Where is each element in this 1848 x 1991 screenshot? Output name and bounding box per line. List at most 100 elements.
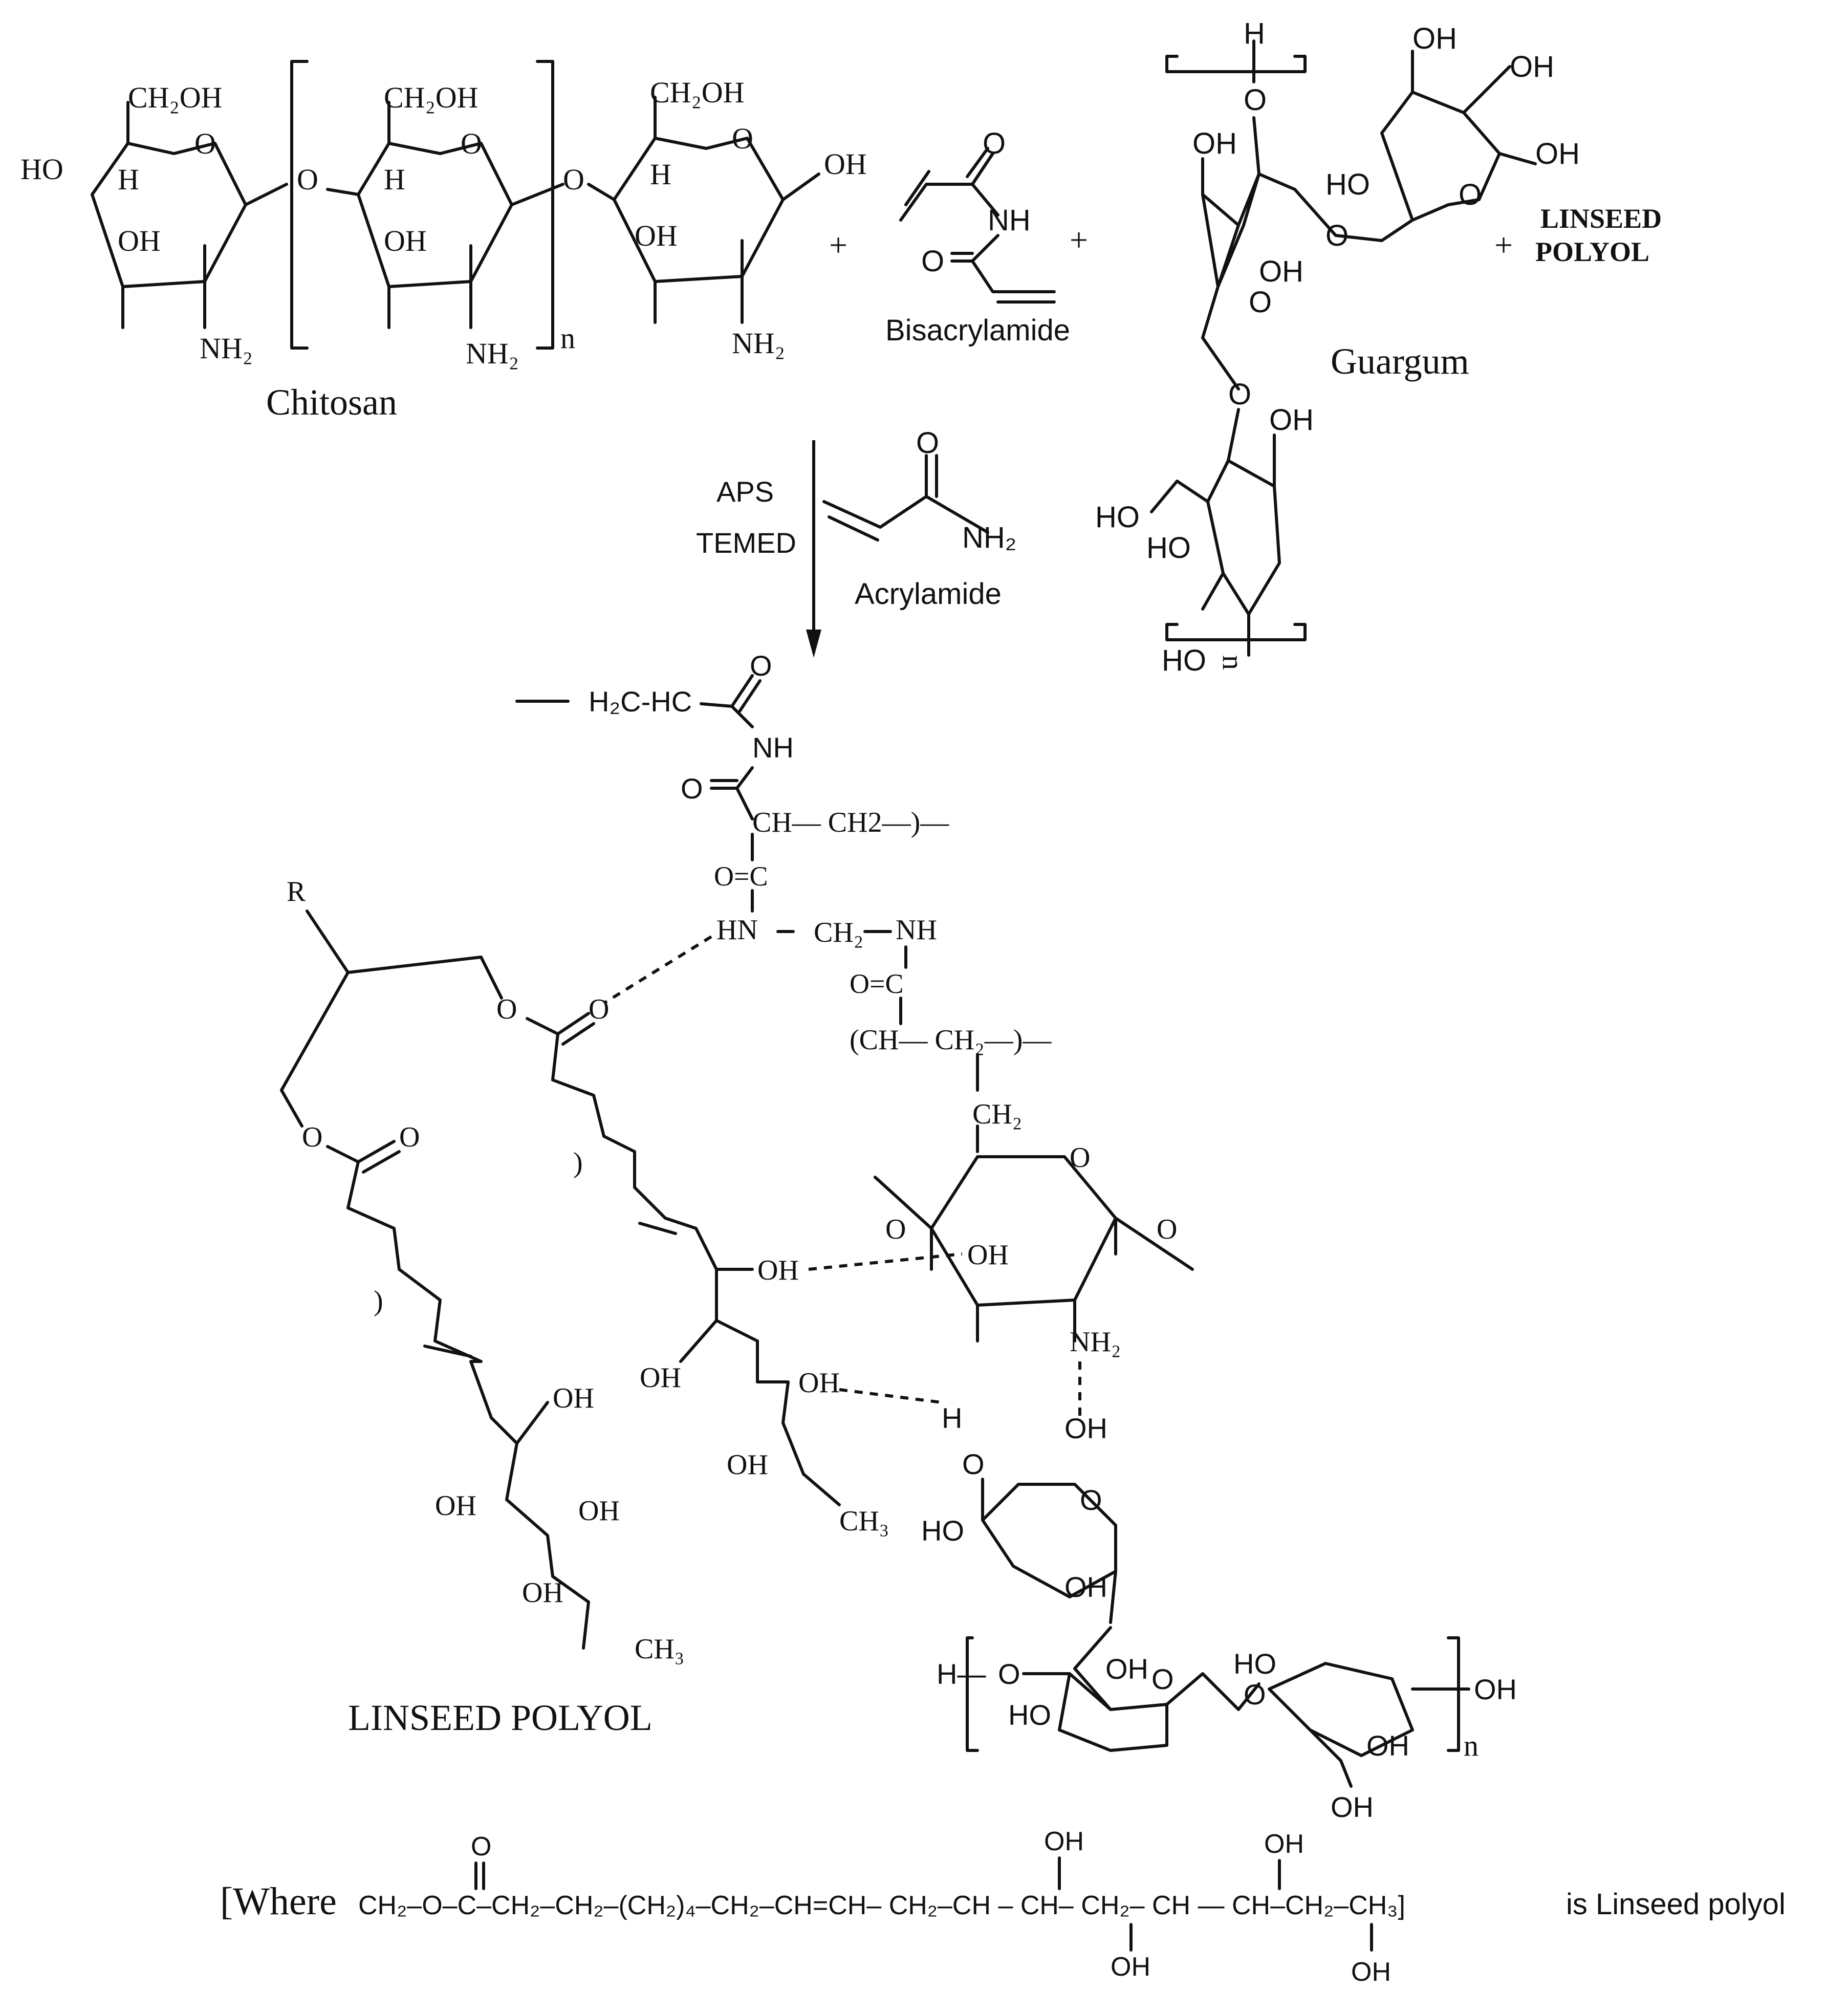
- product-guar-oh-1: OH: [1064, 1412, 1107, 1444]
- chitosan-h-3: H: [650, 158, 671, 191]
- product-guar-o-3: O: [1151, 1663, 1174, 1695]
- product-network: H₂C-HC O NH O CH— CH2—)— O=C HN CH₂ NH O…: [280, 650, 1517, 1823]
- linseed-oh-7: OH: [578, 1495, 620, 1527]
- guargum-ho-3: HO: [1162, 644, 1206, 677]
- plus-sign-3: +: [1494, 227, 1513, 263]
- guargum-oh-1: OH: [1192, 127, 1237, 160]
- product-ch-ch2-top: CH— CH2—)—: [752, 807, 949, 838]
- product-nh-1: NH: [752, 731, 794, 764]
- chitosan-ch2oh-3: CH₂OH: [650, 76, 745, 109]
- product-guar-oh-2: OH: [1064, 1571, 1107, 1603]
- product-guar-h-dash: H—: [937, 1658, 986, 1690]
- product-o-1: O: [750, 650, 772, 682]
- formula-oh-bottom-1: OH: [1111, 1952, 1150, 1982]
- linseed-oh-6: OH: [435, 1490, 476, 1522]
- chitosan-oh-terminal: OH: [824, 147, 867, 181]
- product-nh-2: NH: [896, 914, 937, 946]
- linseed-ch3-2: CH₃: [635, 1633, 684, 1665]
- linseed-o-carbonyl-1: O: [589, 993, 609, 1025]
- chitosan-o-link-1: O: [297, 163, 318, 196]
- chitosan-nh2-1: NH₂: [200, 332, 253, 365]
- bisacrylamide-o-2: O: [921, 245, 944, 278]
- product-r: R: [287, 876, 306, 907]
- product-o-2: O: [681, 772, 703, 805]
- guargum-o-top: O: [1244, 83, 1267, 117]
- chitosan-n-subscript: n: [560, 321, 575, 355]
- guargum-oh-side-3: OH: [1535, 137, 1580, 170]
- linseed-oh-4: OH: [727, 1449, 768, 1481]
- formula-oh-top-2: OH: [1264, 1829, 1304, 1859]
- product-guar-n: n: [1464, 1729, 1479, 1762]
- guargum-ho-1: HO: [1095, 501, 1140, 534]
- linseed-polyol-formula: [Where CH₂–O–C–CH₂–CH₂–(CH₂)₄–CH₂–CH=CH–…: [220, 1827, 1786, 1987]
- chitosan-oh-1: OH: [118, 224, 161, 257]
- plus-sign-2: +: [1070, 222, 1088, 258]
- product-guar-oh-4: OH: [1474, 1673, 1517, 1705]
- formula-oh-top-1: OH: [1044, 1827, 1084, 1856]
- formula-oh-bottom-2: OH: [1351, 1957, 1391, 1987]
- product-guar-ho-2: HO: [1008, 1699, 1051, 1731]
- formula-suffix: is Linseed polyol: [1566, 1888, 1786, 1921]
- product-ch2-link: CH₂: [814, 917, 863, 948]
- guargum-oh-3: OH: [1269, 403, 1314, 437]
- chitosan-nh2-3: NH₂: [732, 327, 785, 360]
- linseed-ch3-1: CH₃: [839, 1505, 889, 1537]
- chitosan-ho-1: HO: [20, 153, 63, 186]
- guargum-oh-side-2: OH: [1510, 50, 1554, 83]
- product-guar-h: H: [942, 1402, 962, 1434]
- product-guar-oh-5: OH: [1366, 1729, 1409, 1762]
- linseed-paren-2: ): [374, 1285, 383, 1317]
- product-guar-ho: HO: [921, 1514, 964, 1547]
- guargum-oh-2: OH: [1259, 255, 1303, 288]
- bisacrylamide-label: Bisacrylamide: [885, 314, 1070, 347]
- linseed-polyol-top-line1: LINSEED: [1540, 203, 1662, 234]
- acrylamide-nh2: NH₂: [962, 521, 1016, 554]
- product-guar-o-4: O: [1244, 1678, 1266, 1711]
- linseed-oh-8: OH: [522, 1577, 563, 1609]
- chitosan-o-ring-3: O: [732, 122, 753, 155]
- linseed-o-ester-2: O: [302, 1121, 322, 1153]
- guargum-o-link: O: [1325, 219, 1349, 252]
- linseed-o-ester-1: O: [496, 993, 517, 1025]
- chitosan-ch2oh-2: CH₂OH: [384, 81, 479, 114]
- product-hn: HN: [716, 914, 758, 946]
- linseed-polyol-bottom-label: LINSEED POLYOL: [348, 1697, 653, 1738]
- reagent-aps: APS: [716, 475, 774, 508]
- product-o-eq-c-1: O=C: [714, 861, 768, 892]
- product-chitosan-oh: OH: [967, 1239, 1009, 1271]
- reagent-temed: TEMED: [696, 527, 796, 559]
- bisacrylamide-nh: NH: [988, 204, 1031, 237]
- chitosan-o-ring-2: O: [461, 127, 482, 160]
- product-guar-o-2: O: [998, 1658, 1020, 1690]
- product-guar-o: O: [962, 1448, 985, 1480]
- product-guar-ho-3: HO: [1233, 1648, 1276, 1680]
- chitosan-nh2-2: NH₂: [466, 337, 519, 370]
- product-guar-o-ring: O: [1080, 1484, 1102, 1516]
- chitosan-h-2: H: [384, 163, 405, 196]
- guargum-structure: H O OH OH O O OH OH OH HO O O OH HO HO H…: [1095, 17, 1580, 677]
- plus-sign-1: +: [829, 227, 847, 263]
- chitosan-ch2oh-1: CH₂OH: [128, 81, 223, 114]
- formula-prefix: [Where: [220, 1880, 337, 1923]
- linseed-o-carbonyl-2: O: [399, 1121, 420, 1153]
- guargum-label: Guargum: [1331, 341, 1469, 382]
- linseed-oh-2: OH: [640, 1362, 681, 1394]
- product-h2c-hc: H₂C-HC: [589, 685, 692, 718]
- guargum-h-top: H: [1244, 17, 1265, 50]
- formula-carbonyl-o: O: [471, 1832, 491, 1862]
- bisacrylamide-o-1: O: [983, 127, 1006, 160]
- guargum-o-ring-side: O: [1459, 178, 1482, 211]
- product-chitosan-o-ring: O: [1070, 1142, 1090, 1174]
- formula-main: CH₂–O–C–CH₂–CH₂–(CH₂)₄–CH₂–CH=CH– CH₂–CH…: [358, 1891, 1405, 1920]
- guargum-oh-side-1: OH: [1412, 22, 1457, 55]
- product-guar-oh-6: OH: [1331, 1791, 1374, 1823]
- chitosan-oh-3: OH: [635, 219, 678, 252]
- chitosan-o-ring-1: O: [194, 127, 216, 160]
- reaction-arrow: APS TEMED O NH₂ Acrylamide: [696, 426, 1016, 658]
- guargum-ho-2: HO: [1146, 531, 1191, 565]
- linseed-oh-5: OH: [553, 1382, 594, 1414]
- product-guar-oh-3: OH: [1105, 1653, 1148, 1685]
- product-ch-ch2-paren: (CH— CH₂—)—: [850, 1024, 1052, 1056]
- linseed-paren-1: ): [573, 1147, 583, 1179]
